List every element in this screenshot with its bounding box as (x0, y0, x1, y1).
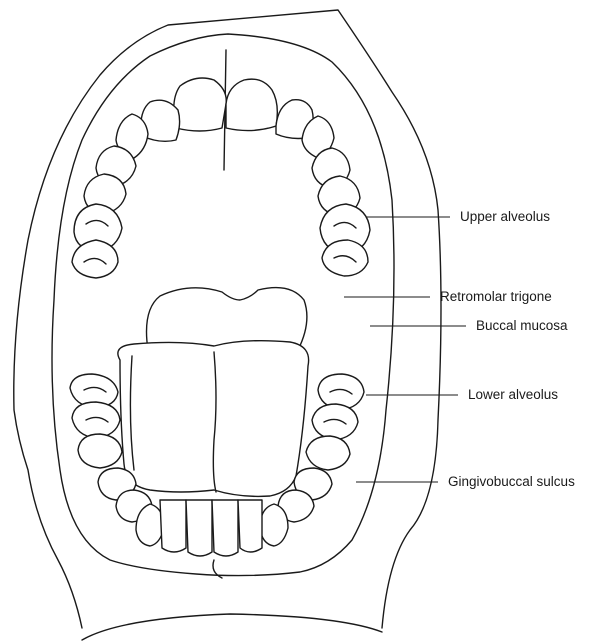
upper-molar-fissure (84, 220, 356, 264)
lower-molar (72, 402, 120, 438)
chin-outline (82, 614, 382, 640)
lower-incisor (212, 500, 238, 556)
label-gingivobuccal-sulcus: Gingivobuccal sulcus (448, 474, 575, 489)
label-upper-alveolus: Upper alveolus (460, 209, 550, 224)
label-buccal-mucosa: Buccal mucosa (476, 318, 568, 333)
lower-molar (78, 434, 122, 468)
lower-incisor (186, 500, 212, 556)
lower-molar (312, 404, 358, 440)
upper-incisor (174, 78, 227, 131)
lower-molar (306, 436, 350, 470)
lower-canine (260, 504, 288, 546)
tongue-dorsum (147, 288, 307, 350)
lower-incisor (160, 500, 186, 552)
lower-incisor (238, 500, 262, 552)
label-lower-alveolus: Lower alveolus (468, 387, 558, 402)
label-retromolar-trigone: Retromolar trigone (440, 289, 552, 304)
upper-incisor (226, 79, 277, 130)
upper-molar (322, 240, 368, 276)
